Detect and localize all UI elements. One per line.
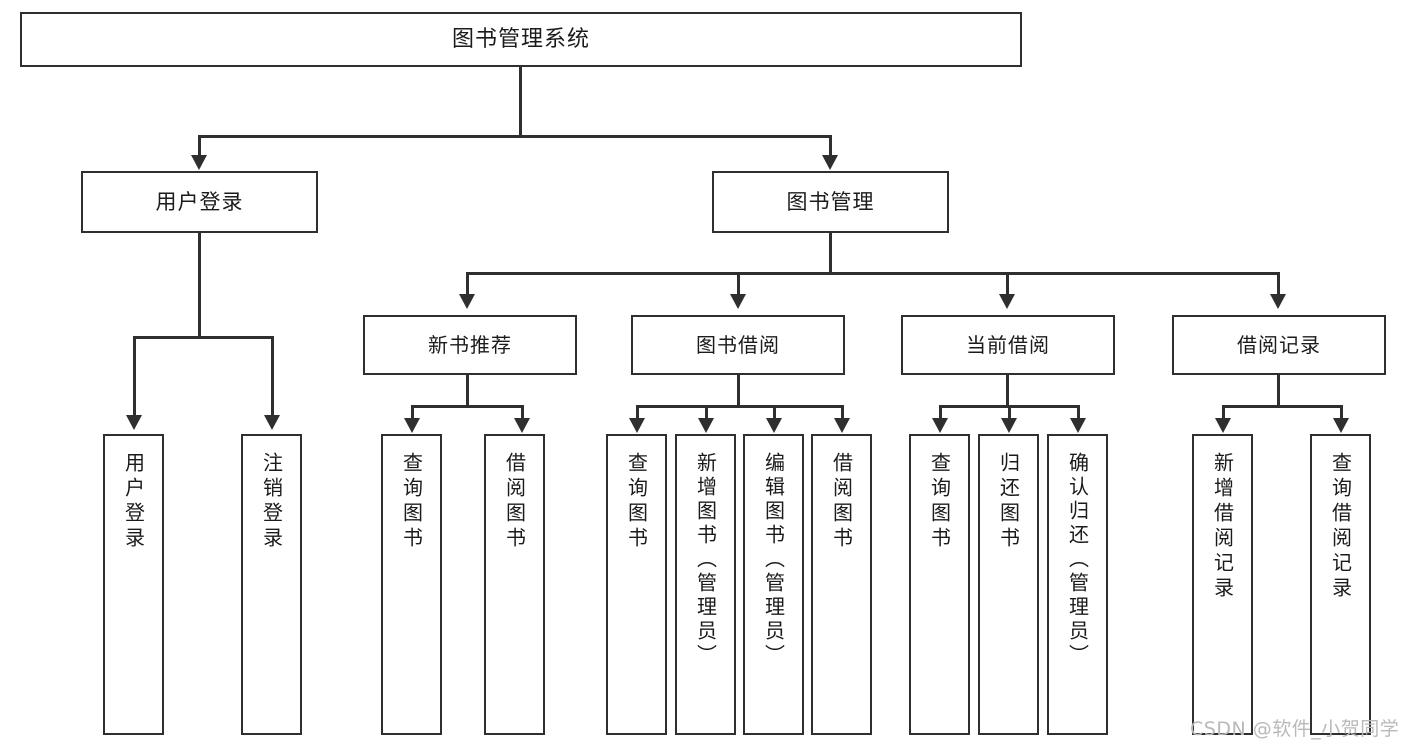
connector-book-mgmt-bus — [466, 272, 1280, 275]
leaf-new-book-borrow[interactable]: 借阅图书 — [484, 434, 545, 735]
connector-user-login-stem — [198, 233, 201, 338]
connector-user-login-branch-2 — [271, 336, 274, 418]
node-user-login[interactable]: 用户登录 — [81, 171, 318, 233]
connector-book-mgmt-branch-1 — [466, 272, 469, 297]
node-label: 查询图书 — [927, 452, 952, 552]
connector-root-bus — [198, 135, 831, 138]
node-label: 新增图书（管理员） — [693, 452, 718, 668]
arrow-current-borrow-leaf-1 — [932, 418, 948, 433]
connector-book-borrow-stem — [737, 375, 740, 407]
node-book-borrow[interactable]: 图书借阅 — [631, 315, 845, 375]
leaf-current-borrow-return[interactable]: 归还图书 — [978, 434, 1039, 735]
leaf-user-login-login[interactable]: 用户登录 — [103, 434, 164, 735]
leaf-borrow-record-query[interactable]: 查询借阅记录 — [1310, 434, 1371, 735]
node-label: 用户登录 — [155, 189, 244, 214]
connector-root-to-book-mgmt — [829, 135, 832, 158]
arrow-borrow-record-leaf-1 — [1215, 418, 1231, 433]
connector-book-borrow-branch-3 — [773, 405, 776, 421]
connector-user-login-branch-1 — [133, 336, 136, 418]
connector-root-stem — [519, 67, 522, 135]
node-label: 查询借阅记录 — [1328, 452, 1353, 602]
leaf-borrow-record-add[interactable]: 新增借阅记录 — [1192, 434, 1253, 735]
arrow-current-borrow-leaf-3 — [1070, 418, 1086, 433]
connector-current-borrow-branch-2 — [1008, 405, 1011, 421]
node-label: 新增借阅记录 — [1210, 452, 1235, 602]
connector-new-book-bus — [411, 405, 524, 408]
node-root-system[interactable]: 图书管理系统 — [20, 12, 1022, 67]
arrow-new-book-leaf-2 — [514, 418, 530, 433]
arrow-book-borrow-leaf-1 — [629, 418, 645, 433]
connector-current-borrow-stem — [1006, 375, 1009, 407]
node-current-borrow[interactable]: 当前借阅 — [901, 315, 1115, 375]
arrow-current-borrow-leaf-2 — [1001, 418, 1017, 433]
node-label: 用户登录 — [121, 452, 146, 552]
connector-book-borrow-bus — [636, 405, 844, 408]
node-label: 新书推荐 — [428, 332, 512, 357]
arrow-book-borrow-leaf-2 — [698, 418, 714, 433]
arrow-user-login-leaf-2 — [264, 415, 280, 430]
csdn-watermark: CSDN @软件_小贺同学 — [1190, 718, 1400, 740]
connector-current-borrow-branch-1 — [939, 405, 942, 421]
node-label: 当前借阅 — [966, 332, 1050, 357]
node-label: 图书管理 — [786, 189, 875, 214]
connector-book-borrow-branch-2 — [705, 405, 708, 421]
node-label: 图书管理系统 — [451, 26, 590, 52]
leaf-new-book-query[interactable]: 查询图书 — [381, 434, 442, 735]
leaf-current-borrow-query[interactable]: 查询图书 — [909, 434, 970, 735]
node-label: 编辑图书（管理员） — [761, 452, 786, 668]
arrow-root-to-user-login — [191, 155, 207, 170]
node-label: 确认归还（管理员） — [1065, 452, 1090, 668]
arrow-new-book-leaf-1 — [404, 418, 420, 433]
leaf-book-borrow-borrow[interactable]: 借阅图书 — [811, 434, 872, 735]
connector-borrow-record-branch-2 — [1340, 405, 1343, 421]
connector-borrow-record-branch-1 — [1222, 405, 1225, 421]
node-borrow-record[interactable]: 借阅记录 — [1172, 315, 1386, 375]
connector-user-login-bus — [133, 336, 273, 339]
node-label: 借阅记录 — [1237, 332, 1321, 357]
node-label: 图书借阅 — [696, 332, 780, 357]
connector-borrow-record-stem — [1277, 375, 1280, 407]
arrow-book-borrow-leaf-3 — [766, 418, 782, 433]
arrow-book-mgmt-to-new-book — [459, 294, 475, 309]
leaf-user-login-logout[interactable]: 注销登录 — [241, 434, 302, 735]
arrow-book-borrow-leaf-4 — [834, 418, 850, 433]
node-label: 查询图书 — [399, 452, 424, 552]
node-book-management[interactable]: 图书管理 — [712, 171, 949, 233]
node-label: 查询图书 — [624, 452, 649, 552]
connector-book-mgmt-stem — [829, 233, 832, 274]
connector-book-borrow-branch-1 — [636, 405, 639, 421]
connector-book-mgmt-branch-4 — [1277, 272, 1280, 297]
connector-current-borrow-branch-3 — [1077, 405, 1080, 421]
arrow-book-mgmt-to-borrow — [730, 294, 746, 309]
connector-new-book-branch-2 — [521, 405, 524, 421]
leaf-book-borrow-add[interactable]: 新增图书（管理员） — [675, 434, 736, 735]
connector-new-book-stem — [466, 375, 469, 407]
connector-book-borrow-branch-4 — [841, 405, 844, 421]
arrow-book-mgmt-to-current — [999, 294, 1015, 309]
leaf-book-borrow-edit[interactable]: 编辑图书（管理员） — [743, 434, 804, 735]
node-label: 注销登录 — [259, 452, 284, 552]
leaf-book-borrow-query[interactable]: 查询图书 — [606, 434, 667, 735]
node-new-book-recommend[interactable]: 新书推荐 — [363, 315, 577, 375]
node-label: 借阅图书 — [502, 452, 527, 552]
arrow-root-to-book-mgmt — [822, 155, 838, 170]
connector-borrow-record-bus — [1222, 405, 1342, 408]
connector-book-mgmt-branch-3 — [1006, 272, 1009, 297]
connector-root-to-user-login — [198, 135, 201, 158]
arrow-user-login-leaf-1 — [126, 415, 142, 430]
leaf-current-borrow-confirm[interactable]: 确认归还（管理员） — [1047, 434, 1108, 735]
node-label: 借阅图书 — [829, 452, 854, 552]
arrow-book-mgmt-to-record — [1270, 294, 1286, 309]
node-label: 归还图书 — [996, 452, 1021, 552]
arrow-borrow-record-leaf-2 — [1333, 418, 1349, 433]
connector-book-mgmt-branch-2 — [737, 272, 740, 297]
connector-new-book-branch-1 — [411, 405, 414, 421]
